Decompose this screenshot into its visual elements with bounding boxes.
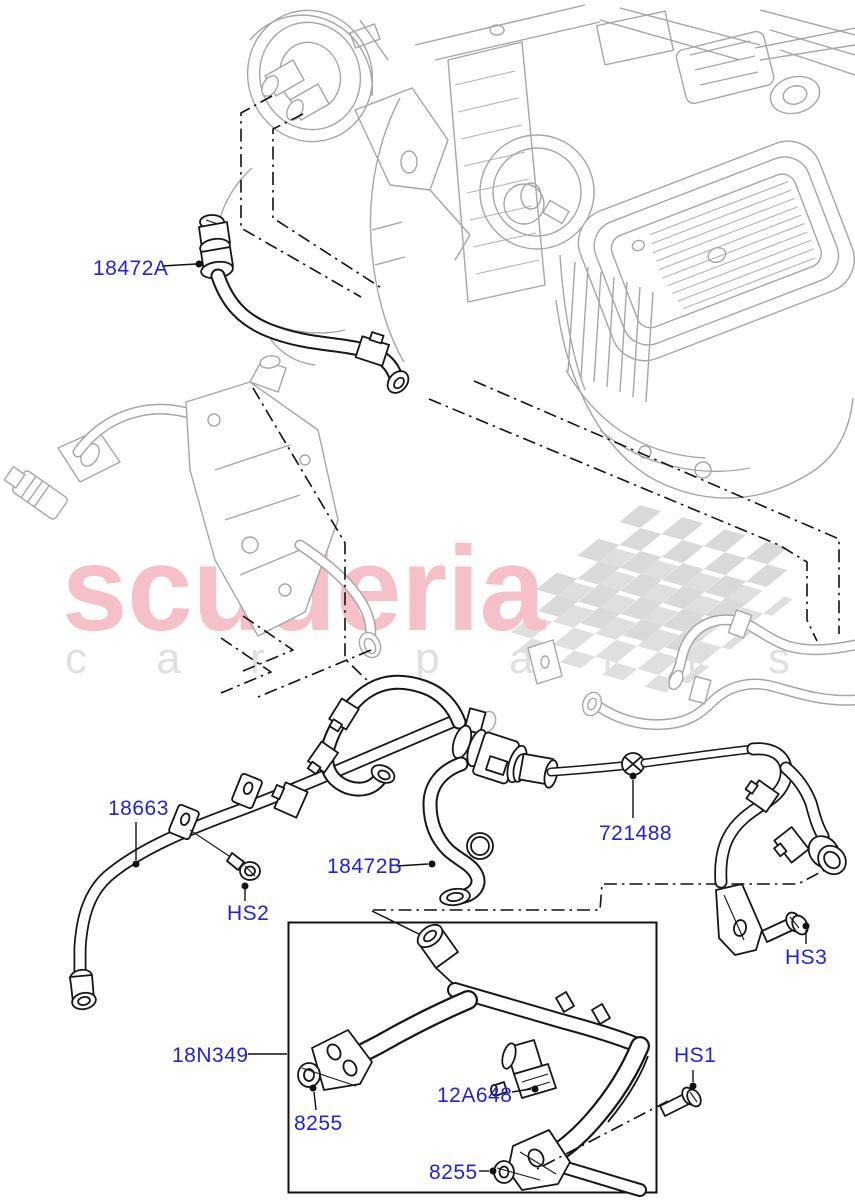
callout-12a648: 12A648	[437, 1084, 513, 1107]
callout-hs3: HS3	[785, 946, 828, 969]
reference-dash-lines	[220, 95, 840, 911]
callout-721488: 721488	[599, 822, 673, 845]
auxiliary-pump-assembly	[3, 355, 382, 659]
bolt-hs3	[761, 911, 809, 943]
grommet-8255-lower	[493, 1160, 541, 1184]
hose-18472b	[430, 764, 494, 907]
pipe-18663	[69, 722, 452, 1011]
hose-arch-elbow	[306, 682, 459, 789]
bracket-18n349	[297, 923, 648, 1190]
callout-18663: 18663	[108, 797, 169, 820]
pipe-721488	[512, 749, 847, 956]
callout-18472b: 18472B	[327, 855, 403, 878]
heater-pipes-gray	[477, 609, 855, 734]
hose-18472a	[198, 214, 410, 394]
callout-hs2: HS2	[227, 902, 270, 925]
bolt-hs1	[536, 1086, 702, 1170]
callout-8255-upper: 8255	[294, 1112, 343, 1135]
callout-leaders	[132, 260, 810, 1175]
callout-18n349: 18N349	[172, 1044, 249, 1067]
callout-8255-lower: 8255	[429, 1161, 478, 1184]
callout-hs1: HS1	[674, 1044, 717, 1067]
grommet-8255-upper	[297, 1062, 357, 1088]
watermark: scuderia car parts	[62, 505, 809, 696]
engine-hvac-assembly	[215, 4, 855, 499]
callout-18472a: 18472A	[93, 257, 169, 280]
screw-hs2	[226, 852, 261, 881]
quick-connector	[451, 707, 528, 785]
checkered-flag-watermark	[496, 505, 809, 696]
heater-core-ports	[246, 9, 374, 143]
